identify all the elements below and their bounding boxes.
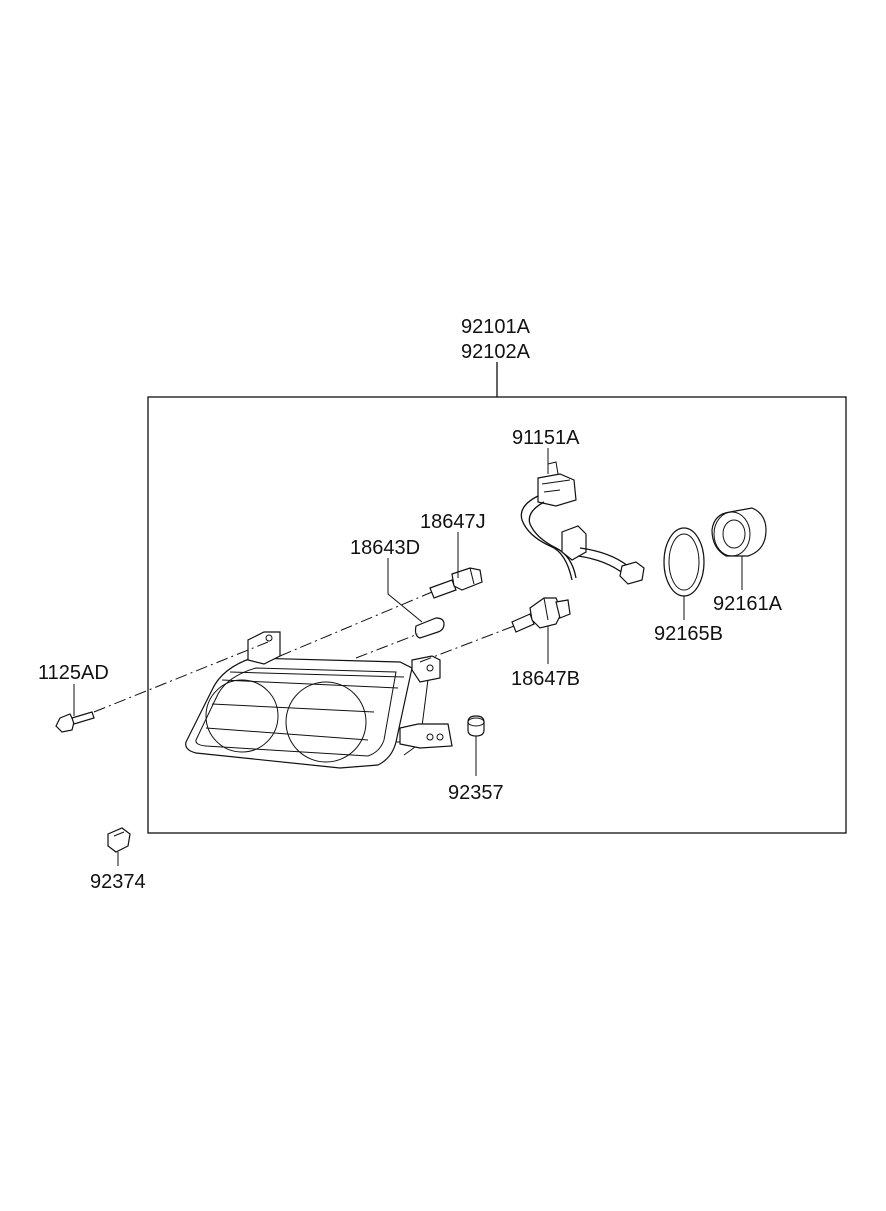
nut[interactable] [467, 715, 485, 737]
assembly-label-1[interactable]: 92101A [461, 316, 531, 338]
label-screw[interactable]: 1125AD [38, 662, 109, 684]
wiring-harness[interactable] [520, 461, 645, 585]
label-dust-cap[interactable]: 92161A [713, 593, 783, 615]
headlamp-housing[interactable] [185, 631, 453, 769]
clip[interactable] [107, 827, 131, 853]
label-bulb-socket-small[interactable]: 18647J [420, 511, 486, 533]
label-bulb-socket-main[interactable]: 18647B [511, 668, 580, 690]
screw[interactable] [55, 711, 95, 733]
bulb-socket-main[interactable] [511, 597, 571, 633]
socket-main-assembly-line [419, 625, 515, 663]
label-nut[interactable]: 92357 [448, 782, 504, 804]
label-bulb-small[interactable]: 18643D [350, 537, 420, 559]
bulb-small[interactable] [414, 617, 445, 639]
assembly-label-2[interactable]: 92102A [461, 341, 531, 363]
bulb-socket-small[interactable] [429, 567, 483, 599]
dust-cap[interactable] [711, 507, 767, 557]
bulb-small-assembly-line [355, 633, 419, 659]
leader-18643D [387, 558, 423, 623]
cap-ring[interactable] [663, 527, 705, 597]
label-clip[interactable]: 92374 [90, 871, 146, 893]
label-cap-ring[interactable]: 92165B [654, 623, 723, 645]
socket-small-assembly-line [279, 591, 433, 657]
screw-assembly-line [93, 641, 269, 713]
label-wiring-harness[interactable]: 91151A [512, 427, 580, 449]
assembly-frame [147, 396, 847, 834]
